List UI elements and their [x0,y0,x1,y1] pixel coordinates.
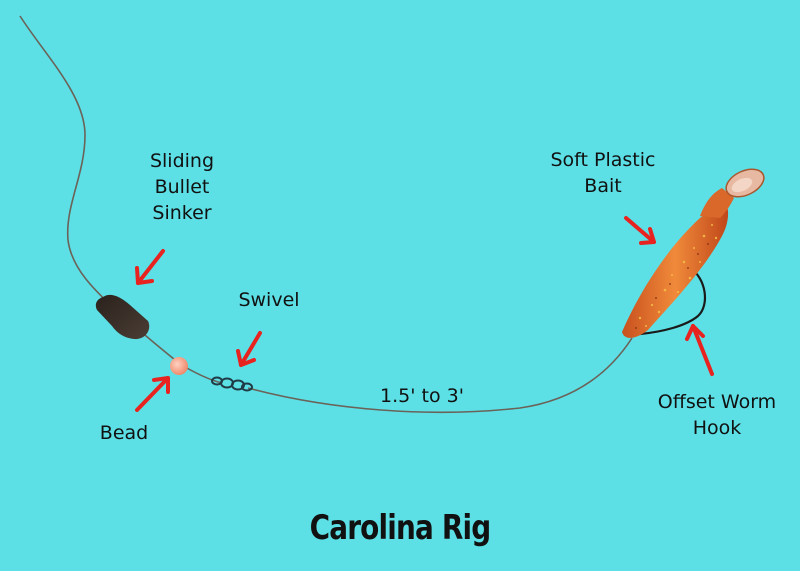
offset-worm-hook [639,267,707,336]
label-bead: Bead [99,422,149,444]
label-bait-line-2: Bait [584,175,622,197]
label-bait: Soft Plastic Bait [535,147,671,199]
label-sinker: Sliding Bullet Sinker [128,148,236,226]
label-length: 1.5' to 3' [380,385,464,407]
soft-plastic-bait [622,168,765,338]
label-sinker-line-2: Bullet [154,176,210,198]
arrow-bead [135,376,170,412]
leader-line [247,337,633,414]
arrow-bait [624,216,656,245]
diagram-title: Carolina Rig [309,508,492,548]
label-bait-line-1: Soft Plastic [550,149,656,171]
arrow-swivel [236,331,262,367]
swivel [211,376,253,392]
arrow-hook [685,324,714,376]
label-hook-line-2: Hook [692,417,742,439]
label-sinker-line-1: Sliding [149,150,215,172]
label-sinker-line-3: Sinker [152,202,212,224]
label-swivel: Swivel [238,289,300,311]
bead [170,357,188,375]
label-hook-line-1: Offset Worm [657,391,777,413]
sliding-bullet-sinker [95,294,150,340]
arrow-sinker [135,249,165,285]
label-hook: Offset Worm Hook [638,389,796,441]
